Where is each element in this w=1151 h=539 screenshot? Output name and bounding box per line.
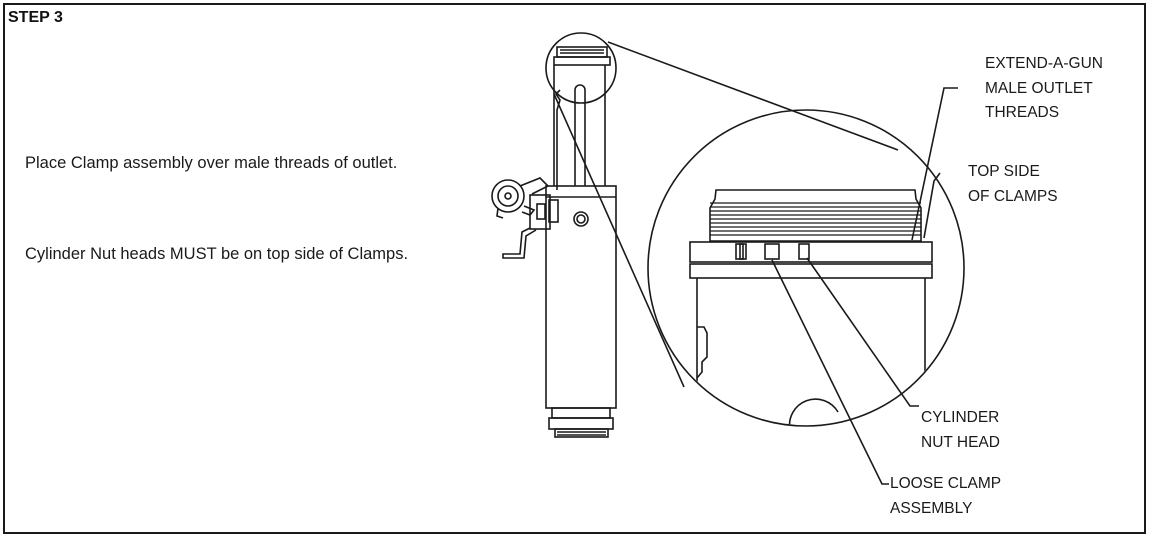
callout-top-side-line1: TOP SIDE <box>968 163 1040 180</box>
leader-clamp-assembly <box>771 259 889 485</box>
cable <box>554 89 561 190</box>
clamp-band-top <box>553 56 611 66</box>
detail-magnified-circle <box>647 109 965 427</box>
callout-outlet-threads-line3: THREADS <box>985 104 1060 121</box>
nut-head-left <box>735 243 747 260</box>
nut-head-center <box>764 243 780 260</box>
detail-connector-top <box>607 41 899 151</box>
bottom-port <box>788 398 839 425</box>
detail-connector-bottom <box>553 93 685 388</box>
callout-outlet-threads-line1: EXTEND-A-GUN <box>985 55 1103 72</box>
callout-nut-head-line1: CYLINDER <box>921 409 1000 426</box>
leader-top-side <box>923 172 941 239</box>
lower-body <box>545 185 617 409</box>
callout-clamp-assembly: LOOSE CLAMP ASSEMBLY <box>890 472 1001 521</box>
detail-marker-circle <box>545 32 617 104</box>
callout-nut-head-line2: NUT HEAD <box>921 433 1000 451</box>
body-nut <box>573 211 589 227</box>
instruction-clamp-placement: Place Clamp assembly over male threads o… <box>25 154 398 172</box>
callout-clamp-assembly-line2: ASSEMBLY <box>890 499 973 517</box>
lever <box>502 227 537 259</box>
male-outlet-threads <box>709 189 922 242</box>
side-notch <box>696 326 708 379</box>
leader-outlet-threads <box>911 87 958 241</box>
callout-clamp-assembly-line1: LOOSE CLAMP <box>890 475 1002 492</box>
step-title: STEP 3 <box>8 9 63 26</box>
leader-nut-head <box>806 257 919 407</box>
instruction-nut-heads: Cylinder Nut heads MUST be on top side o… <box>25 245 409 263</box>
side-bracket <box>529 194 551 230</box>
callout-nut-head: CYLINDER NUT HEAD <box>921 406 1000 455</box>
bottom-clamp-plate <box>689 263 933 279</box>
nut-head-right <box>798 243 810 260</box>
callout-outlet-threads: EXTEND-A-GUN MALE OUTLET THREADS <box>985 52 1103 126</box>
trigger-wheel <box>491 179 525 213</box>
inlet-threads <box>554 428 609 438</box>
callout-top-side: TOP SIDE OF CLAMPS <box>968 160 1058 209</box>
callout-outlet-threads-line2: MALE OUTLET <box>985 79 1093 97</box>
callout-top-side-line2: OF CLAMPS <box>968 187 1058 205</box>
outlet-threads-top <box>556 46 608 58</box>
extend-a-gun-assembly <box>491 46 617 438</box>
detail-contents <box>689 189 933 425</box>
top-clamp-plate <box>689 241 933 263</box>
